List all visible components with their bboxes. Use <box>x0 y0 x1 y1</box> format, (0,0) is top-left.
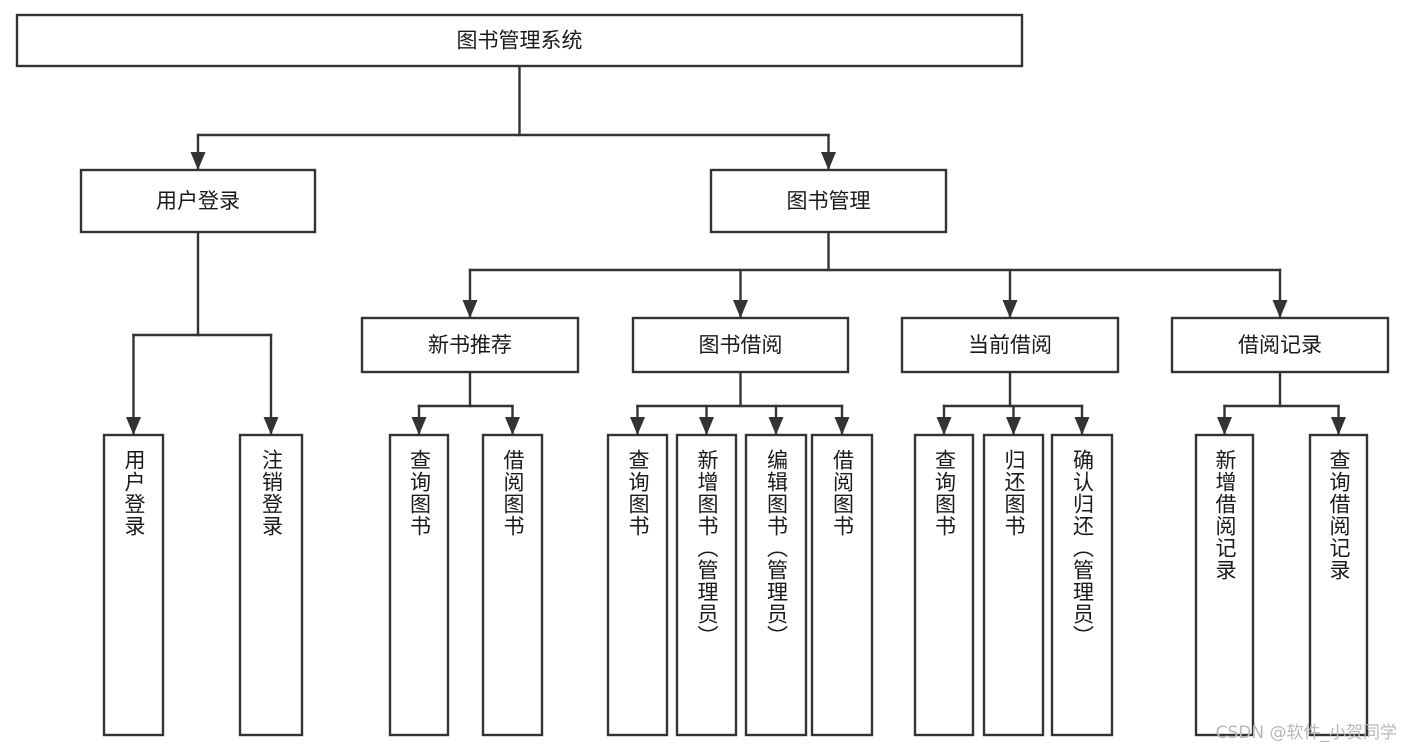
arrow-head-icon-user-login <box>190 152 206 170</box>
arrow-head-icon-leaf-add-borrow-record <box>1217 417 1232 435</box>
arrow-head-icon-leaf-query-book-2 <box>630 417 645 435</box>
node-label-user-login: 用户登录 <box>156 189 240 213</box>
node-box-borrow-record[interactable] <box>1170 316 1390 374</box>
node-box-leaf-logout-login[interactable] <box>238 433 304 737</box>
arrow-head-icon-leaf-borrow-book-1 <box>505 417 520 435</box>
node-box-leaf-add-borrow-record[interactable] <box>1194 433 1255 737</box>
node-box-leaf-query-book-2[interactable] <box>606 433 669 737</box>
node-box-book-manage[interactable] <box>709 168 948 234</box>
node-box-leaf-query-book-3[interactable] <box>913 433 975 737</box>
node-label-new-book-recommend: 新书推荐 <box>428 333 512 357</box>
arrow-head-icon-book-manage <box>821 152 836 170</box>
node-box-leaf-borrow-book-1[interactable] <box>481 433 544 737</box>
node-box-leaf-query-book-1[interactable] <box>388 433 450 737</box>
node-label-book-manage: 图书管理 <box>787 189 871 213</box>
node-label-root: 图书管理系统 <box>457 29 583 53</box>
node-box-leaf-user-login[interactable] <box>102 433 165 737</box>
arrow-head-icon-borrow-record <box>1272 300 1288 318</box>
node-box-leaf-borrow-book-2[interactable] <box>810 433 874 737</box>
node-box-root[interactable] <box>15 13 1024 68</box>
arrow-head-icon-leaf-borrow-book-2 <box>834 417 850 435</box>
node-label-current-borrow: 当前借阅 <box>968 333 1052 357</box>
node-label-borrow-record: 借阅记录 <box>1238 333 1322 357</box>
arrow-head-icon-leaf-query-book-3 <box>936 417 952 435</box>
node-box-user-login[interactable] <box>79 168 317 234</box>
arrow-head-icon-leaf-query-book-1 <box>411 417 427 435</box>
arrow-head-icon-current-borrow <box>1002 300 1018 318</box>
node-box-current-borrow[interactable] <box>900 316 1120 374</box>
node-box-leaf-confirm-return-admin[interactable] <box>1050 433 1114 737</box>
arrow-head-icon-leaf-logout-login <box>263 417 279 435</box>
node-box-new-book-recommend[interactable] <box>360 316 580 374</box>
arrow-head-icon-leaf-edit-book-admin <box>768 417 784 435</box>
arrow-head-icon-leaf-add-book-admin <box>699 417 714 435</box>
node-box-book-borrow[interactable] <box>631 316 850 374</box>
node-box-leaf-return-book[interactable] <box>982 433 1045 737</box>
node-box-leaf-add-book-admin[interactable] <box>675 433 738 737</box>
arrow-head-icon-new-book-recommend <box>462 300 478 318</box>
node-label-book-borrow: 图书借阅 <box>699 333 783 357</box>
arrow-head-icon-book-borrow <box>733 300 748 318</box>
arrow-head-icon-leaf-confirm-return-admin <box>1074 417 1090 435</box>
arrow-head-icon-leaf-return-book <box>1006 417 1021 435</box>
node-box-leaf-query-borrow-record[interactable] <box>1308 433 1369 737</box>
arrow-head-icon-leaf-query-borrow-record <box>1331 417 1346 435</box>
arrow-head-icon-leaf-user-login <box>126 417 141 435</box>
node-box-leaf-edit-book-admin[interactable] <box>744 433 808 737</box>
